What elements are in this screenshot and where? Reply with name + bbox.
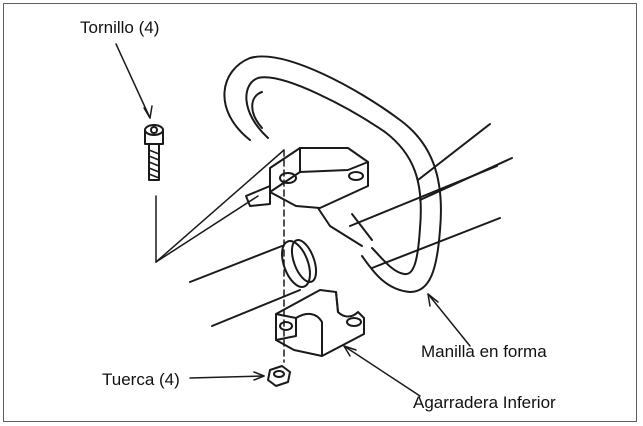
shaft-tube (189, 123, 513, 327)
nut-label: Tuerca (4) (102, 370, 180, 389)
lower-clamp (275, 289, 365, 357)
screw-part (144, 124, 164, 181)
assembly-guide-lines (155, 149, 285, 363)
loop-handle (223, 55, 442, 293)
screw-label: Tornillo (4) (80, 18, 160, 37)
handle-label: Manilla en forma (421, 342, 547, 361)
lower-clamp-label: Agarradera Inferior (413, 393, 556, 412)
upper-clamp (245, 147, 373, 247)
leader-lines (115, 43, 471, 397)
nut-part (267, 365, 291, 387)
